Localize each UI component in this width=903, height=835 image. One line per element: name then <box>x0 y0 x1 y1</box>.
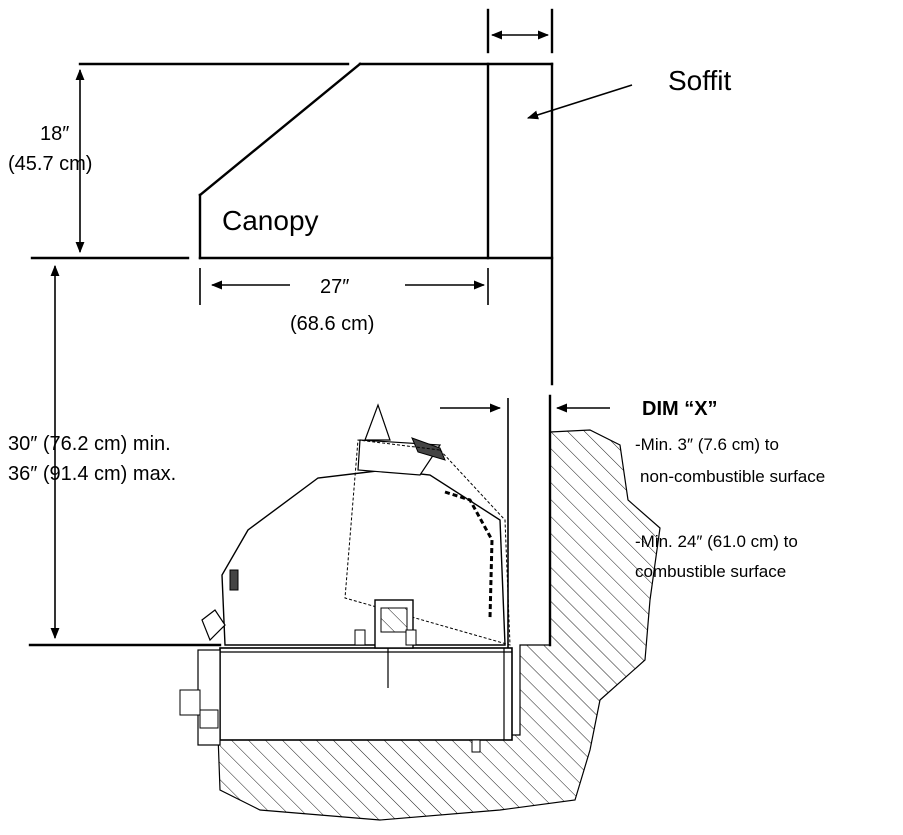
height-cm-label: (45.7 cm) <box>8 153 92 175</box>
note-combustible-line1: -Min. 24″ (61.0 cm) to <box>635 532 798 551</box>
counter-min-label: 30″ (76.2 cm) min. <box>8 433 171 455</box>
wall-hatched-section <box>217 429 661 821</box>
soffit-wall-line <box>486 8 554 647</box>
note-noncombustible-line1: -Min. 3″ (7.6 cm) to <box>635 435 779 454</box>
dim-x-label: DIM “X” <box>642 398 718 420</box>
soffit-leader-arrow <box>526 84 633 120</box>
height-inches-label: 18″ <box>40 123 69 145</box>
canopy-label: Canopy <box>222 205 319 236</box>
depth-dimension <box>199 268 489 305</box>
depth-cm-label: (68.6 cm) <box>290 313 374 335</box>
grill-illustration <box>179 403 513 753</box>
note-combustible-line2: combustible surface <box>635 562 786 581</box>
note-noncombustible-line2: non-combustible surface <box>640 467 825 486</box>
canopy-outline <box>30 62 554 260</box>
counter-max-label: 36″ (91.4 cm) max. <box>8 463 176 485</box>
soffit-label: Soffit <box>668 65 732 96</box>
depth-inches-label: 27″ <box>320 276 349 298</box>
